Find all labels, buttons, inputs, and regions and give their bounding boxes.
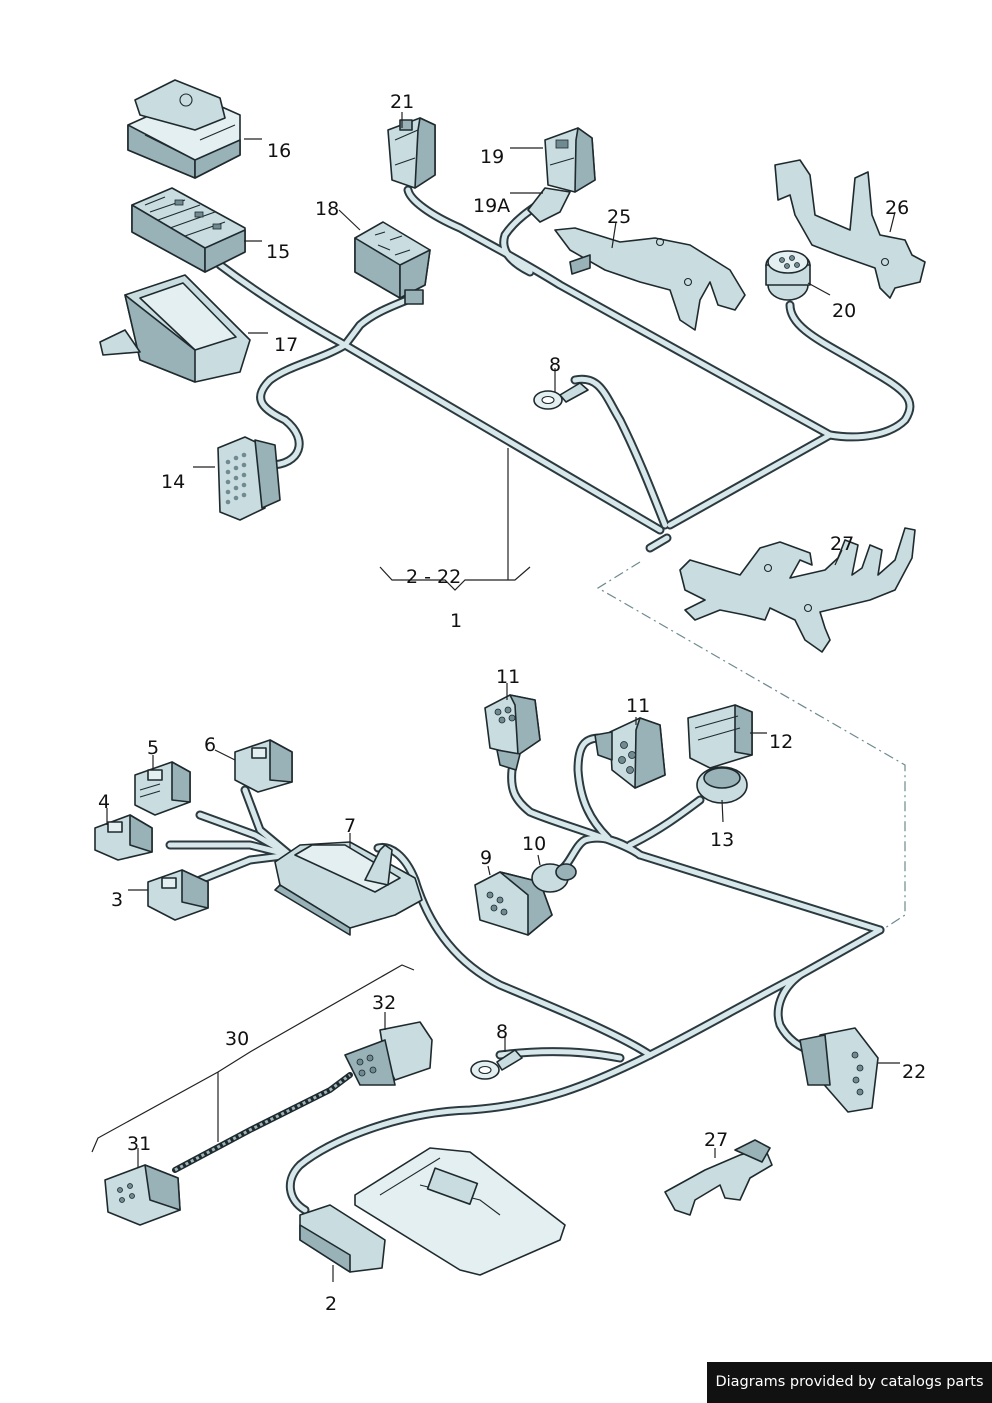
part-20-round-connector (765, 250, 811, 301)
label-11-b: 11 (626, 695, 650, 717)
part-30-cable (172, 1072, 353, 1173)
part-labels: 1 2 - 22 2 3 4 5 6 7 8 8 9 10 11 11 12 1… (98, 91, 926, 1315)
label-16: 16 (267, 140, 291, 162)
label-26: 26 (885, 197, 909, 219)
label-19a: 19A (473, 195, 510, 217)
label-2-22: 2 - 22 (406, 566, 461, 588)
label-25: 25 (607, 206, 631, 228)
label-1: 1 (450, 610, 462, 632)
part-21-connector (387, 117, 436, 189)
connection-dash-line (596, 561, 906, 929)
part-12-connector (687, 704, 753, 769)
label-11-a: 11 (496, 666, 520, 688)
group-30-bracket (91, 964, 415, 1153)
part-17-housing (99, 274, 251, 383)
label-13: 13 (710, 829, 734, 851)
part-19-connector (544, 127, 596, 193)
label-30: 30 (225, 1028, 249, 1050)
part-8-ring-terminal-upper (533, 382, 589, 410)
part-26-bracket (774, 159, 926, 299)
part-18-relay (354, 221, 431, 305)
part-22-connector (799, 1027, 879, 1113)
part-27-bracket-upper (679, 527, 916, 653)
part-3-connector (147, 869, 209, 921)
label-15: 15 (266, 241, 290, 263)
part-8-ring-terminal-lower (470, 1049, 523, 1080)
credit-badge: Diagrams provided by catalogs parts (707, 1362, 992, 1403)
label-5: 5 (147, 737, 159, 759)
label-32: 32 (372, 992, 396, 1014)
label-21: 21 (390, 91, 414, 113)
leader-lines (106, 112, 900, 1282)
label-27-upper: 27 (830, 533, 854, 555)
part-10-sensor (531, 863, 577, 893)
label-22: 22 (902, 1061, 926, 1083)
label-7: 7 (344, 815, 356, 837)
label-20: 20 (832, 300, 856, 322)
label-31: 31 (127, 1133, 151, 1155)
label-27-lower: 27 (704, 1129, 728, 1151)
label-8-lower: 8 (496, 1021, 508, 1043)
engine-control-unit (354, 1147, 566, 1276)
label-17: 17 (274, 334, 298, 356)
part-16-relay-cover (127, 79, 241, 179)
label-6: 6 (204, 734, 216, 756)
part-31-connector (104, 1164, 181, 1226)
part-5-connector (134, 761, 191, 816)
part-15-fuse-box (131, 187, 246, 273)
part-25-bracket (554, 227, 746, 331)
upper-harness-wires (215, 185, 915, 553)
part-2-connector (299, 1204, 386, 1273)
label-18: 18 (315, 198, 339, 220)
group-1-bracket (379, 566, 531, 591)
part-11-connector-a (484, 694, 541, 771)
part-11-connector-b (594, 717, 666, 789)
part-4-connector (94, 814, 153, 861)
label-19: 19 (480, 146, 504, 168)
label-14: 14 (161, 471, 185, 493)
part-13-grommet (696, 766, 748, 804)
label-2: 2 (325, 1293, 337, 1315)
label-12: 12 (769, 731, 793, 753)
part-27-clip-lower (664, 1139, 773, 1216)
label-9: 9 (480, 847, 492, 869)
part-32-connector (344, 1021, 433, 1086)
label-8-upper: 8 (549, 354, 561, 376)
label-10: 10 (522, 833, 546, 855)
part-19a-elbow (527, 187, 571, 223)
label-4: 4 (98, 791, 110, 813)
lower-harness-wires (165, 733, 885, 1215)
part-14-connector (217, 436, 281, 521)
part-6-connector (234, 739, 293, 793)
label-3: 3 (111, 889, 123, 911)
part-7-control-unit (274, 841, 423, 936)
